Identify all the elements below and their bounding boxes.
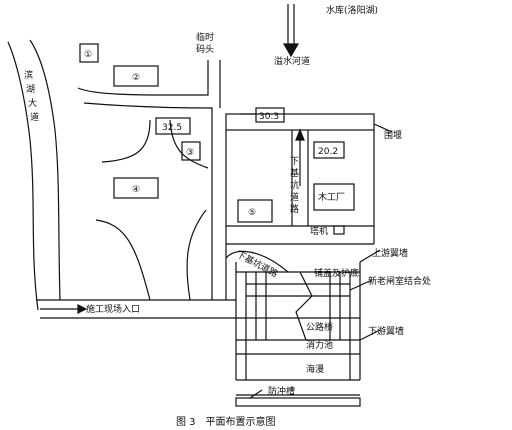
pit-road-arrowhead-up bbox=[295, 128, 305, 141]
cofferdam-label: 围堰 bbox=[384, 130, 402, 141]
elev-303-box bbox=[255, 107, 285, 123]
pit-road-vertical-label-4: 道 bbox=[290, 191, 299, 203]
binhu-avenue-label-3: 大 bbox=[28, 97, 37, 109]
binhu-avenue-inner-edge bbox=[29, 39, 61, 301]
zone5-label: ⑤ bbox=[248, 208, 256, 218]
inner-road-a bbox=[101, 119, 151, 163]
binhu-avenue-outer-edge bbox=[7, 41, 39, 311]
wharf-road-bottom bbox=[83, 102, 213, 300]
spillway-label: 溢水河道 bbox=[274, 55, 310, 67]
binhu-avenue-label-1: 滨 bbox=[24, 69, 33, 81]
apron-label: 海漫 bbox=[306, 363, 324, 375]
zone3-box bbox=[181, 141, 201, 161]
elev-325-box bbox=[155, 117, 191, 135]
pit-road-vertical-label-2: 基 bbox=[290, 167, 299, 179]
reservoir-label: 水库(洛阳湖) bbox=[326, 4, 378, 16]
inner-road-d bbox=[186, 209, 207, 301]
wharf-label-line1: 临时 bbox=[196, 31, 214, 43]
figure-caption: 图 3 平面布置示意图 bbox=[176, 415, 276, 428]
wharf-road-top bbox=[77, 60, 209, 96]
pit-road-vertical-label-5: 路 bbox=[290, 203, 299, 215]
tower-crane-block bbox=[333, 225, 345, 235]
zone2-box bbox=[113, 65, 159, 87]
binhu-avenue-label-4: 道 bbox=[30, 111, 39, 123]
elev-202-label: 20.2 bbox=[318, 147, 338, 157]
zone3-label: ③ bbox=[186, 148, 194, 158]
stilling-basin-label: 消力池 bbox=[306, 339, 333, 351]
elev-303-label: 30.3 bbox=[259, 112, 279, 122]
wharf-label-line2: 码头 bbox=[196, 44, 214, 55]
downstream-wingwall-label: 下游翼墙 bbox=[368, 325, 404, 337]
zone4-label: ④ bbox=[132, 185, 140, 195]
pit-road-bottom-label: 下基坑道路 bbox=[235, 248, 280, 280]
zone2-label: ② bbox=[132, 73, 140, 83]
bridge-break-line bbox=[295, 271, 313, 341]
scour-trench-label: 防冲槽 bbox=[268, 385, 295, 397]
elev-202-box bbox=[313, 141, 345, 159]
carpentry-label: 木工厂 bbox=[318, 191, 345, 203]
site-entrance-label: 施工现场入口 bbox=[86, 303, 140, 315]
zone1-box bbox=[79, 43, 99, 63]
binhu-avenue-label-2: 湖 bbox=[26, 84, 35, 95]
cofferdam-leader bbox=[373, 123, 393, 133]
scour-trench-strip bbox=[235, 397, 361, 407]
tower-crane-label: 塔机 bbox=[310, 225, 328, 237]
scour-trench-leader bbox=[249, 389, 263, 399]
joint-leader bbox=[349, 279, 373, 291]
entrance-arrowhead bbox=[77, 304, 88, 314]
joint-label: 新老闸室结合处 bbox=[368, 275, 431, 287]
downstream-wingwall-leader bbox=[359, 329, 381, 341]
cofferdam-outline bbox=[225, 113, 375, 131]
upstream-wingwall-label: 上游翼墙 bbox=[372, 247, 408, 259]
pit-road-vertical-label-3: 坑 bbox=[290, 179, 299, 191]
zone4-box bbox=[113, 177, 159, 199]
pit-road-vertical-label-1: 下 bbox=[290, 157, 299, 167]
zone1-label: ① bbox=[84, 50, 92, 60]
spillway-arrowhead bbox=[282, 43, 300, 58]
pit-road-curve bbox=[225, 250, 289, 273]
zone5-block bbox=[237, 199, 273, 223]
inner-road-c bbox=[95, 219, 151, 301]
elev-325-label: 32.5 bbox=[162, 123, 182, 133]
bridge-label: 公路桥 bbox=[306, 321, 333, 333]
paving-apron-label: 铺盖及护底 bbox=[314, 267, 359, 279]
carpentry-block bbox=[313, 183, 355, 211]
upstream-wingwall-leader bbox=[359, 249, 381, 263]
